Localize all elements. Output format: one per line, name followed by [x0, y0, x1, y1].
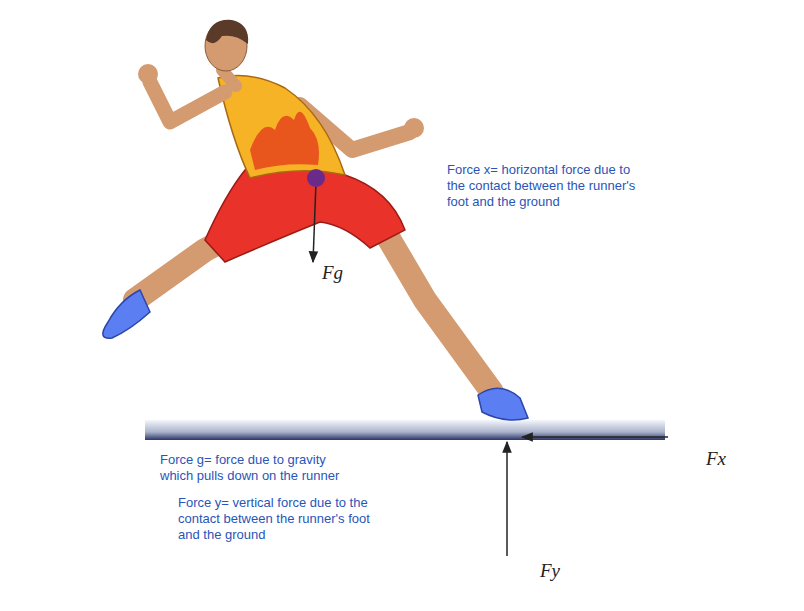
shoe: [103, 290, 150, 338]
horizontal-force-arrow: [522, 436, 668, 438]
vertical-force-arrow: [506, 442, 508, 556]
centre-of-mass: [307, 169, 325, 187]
gravity-arrow: [313, 182, 316, 262]
neck: [222, 70, 236, 86]
shirt-flame: [250, 112, 319, 170]
force-note: Force g= force due to gravity which pull…: [160, 452, 358, 484]
shoe: [478, 388, 528, 420]
force-symbol: Fx: [706, 448, 726, 470]
force-note: Force y= vertical force due to the conta…: [178, 495, 376, 543]
force-symbol: Fy: [540, 560, 560, 582]
fist: [138, 64, 158, 84]
fist: [404, 118, 424, 138]
force-note: Force x= horizontal force due to the con…: [447, 162, 643, 210]
force-symbol: Fg: [322, 262, 343, 284]
hair: [206, 20, 248, 44]
arm: [150, 82, 225, 122]
shorts: [205, 166, 405, 262]
